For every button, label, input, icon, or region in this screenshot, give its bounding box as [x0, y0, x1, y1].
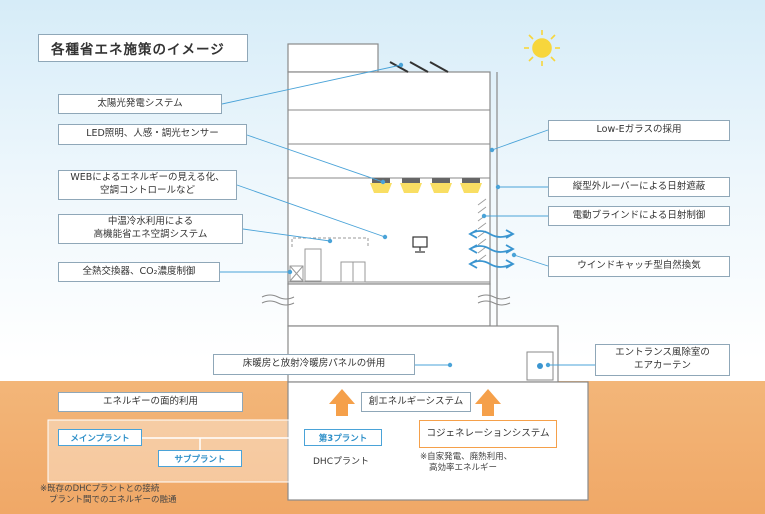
monitor-icon — [412, 236, 428, 253]
break-mark — [261, 294, 511, 306]
label-led: LED照明、人感・調光センサー — [58, 124, 247, 145]
label-low-e: Low-Eガラスの採用 — [548, 120, 730, 141]
note-dhc-line1: ※既存のDHCプラントとの接続 — [40, 484, 160, 494]
label-entrance-line1: エントランス風除室の — [615, 347, 710, 359]
label-create-energy: 創エネルギーシステム — [361, 392, 471, 412]
plant-dhc: DHCプラント — [313, 457, 369, 467]
note-cogeneration: ※自家発電、廃熱利用、 高効率エネルギー — [420, 452, 512, 475]
label-web-line1: WEBによるエネルギーの見える化、 — [70, 172, 225, 184]
label-louver: 縦型外ルーバーによる日射遮蔽 — [548, 177, 730, 197]
wind-arrow-icon — [468, 229, 515, 269]
label-entrance: エントランス風除室の エアカーテン — [595, 344, 730, 376]
plant-connector — [142, 437, 304, 452]
label-cogeneration: コジェネレーションシステム — [419, 420, 557, 448]
rooftop-structure — [287, 43, 379, 73]
up-arrow-icon — [329, 389, 501, 416]
plant-third: 第3プラント — [304, 429, 382, 446]
diagram-title: 各種省エネ施策のイメージ — [38, 34, 248, 62]
label-floor-heating: 床暖房と放射冷暖房パネルの併用 — [213, 354, 415, 375]
label-area-energy: エネルギーの面的利用 — [58, 392, 243, 412]
note-cogen-line2: 高効率エネルギー — [429, 463, 498, 474]
plant-sub: サブプラント — [158, 450, 242, 467]
label-heat-exchange: 全熱交換器、CO₂濃度制御 — [58, 262, 220, 282]
plant-main: メインプラント — [58, 429, 142, 446]
label-entrance-line2: エアカーテン — [633, 360, 691, 371]
ceiling-light-icon — [370, 178, 482, 193]
label-medium-line1: 中温冷水利用による — [107, 216, 194, 228]
note-cogen-line1: ※自家発電、廃熱利用、 — [420, 452, 513, 462]
note-dhc-line2: プラント間でのエネルギーの融通 — [49, 495, 177, 506]
leader-lines — [220, 64, 595, 366]
label-medium-line2: 高機能省エネ空調システム — [93, 229, 208, 240]
solar-panel-icon — [389, 61, 449, 73]
note-dhc: ※既存のDHCプラントとの接続 プラント間でのエネルギーの融通 — [40, 484, 177, 507]
label-medium-temp: 中温冷水利用による 高機能省エネ空調システム — [58, 214, 243, 244]
label-solar: 太陽光発電システム — [58, 94, 222, 114]
label-web-line2: 空調コントロールなど — [99, 185, 195, 196]
leader-dots — [287, 62, 551, 368]
heat-exchanger-icon — [289, 237, 369, 283]
building-gap — [287, 283, 491, 327]
sun-icon — [524, 30, 560, 66]
label-web: WEBによるエネルギーの見える化、 空調コントロールなど — [58, 170, 237, 200]
label-blind: 電動ブラインドによる日射制御 — [548, 206, 730, 226]
label-wind-catch: ウインドキャッチ型自然換気 — [548, 256, 730, 277]
